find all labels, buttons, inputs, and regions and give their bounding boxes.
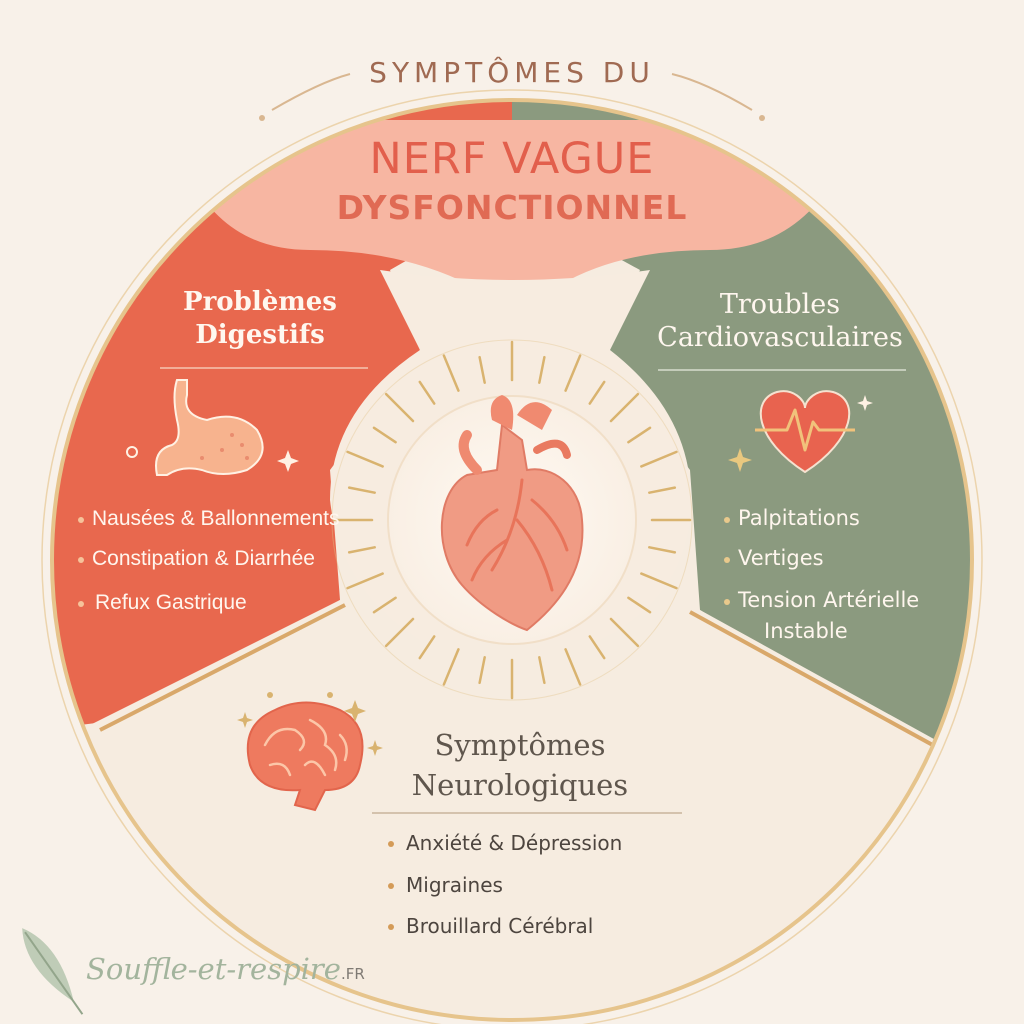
brand-logo[interactable]: Souffle-et-respire.FR: [86, 952, 365, 986]
heart-pulse-icon: [755, 390, 855, 474]
title-banner: [170, 120, 860, 285]
cardio-item: Instable: [764, 619, 848, 643]
ray-line: [640, 572, 678, 590]
cardio-title-line2: Cardiovasculaires: [657, 322, 903, 353]
ray-line: [640, 450, 678, 468]
feather-icon: [22, 928, 84, 1015]
stomach-icon: [155, 379, 264, 476]
ray-line: [478, 355, 486, 384]
ray-line: [538, 656, 546, 685]
ray-line: [564, 354, 582, 392]
brand-tld: .FR: [340, 965, 365, 983]
ray-line: [347, 486, 376, 494]
sparkle-icon: [126, 446, 299, 472]
neuro-item: Migraines: [406, 873, 503, 897]
wheel-rim: [50, 98, 974, 1022]
brain-icon: [246, 701, 364, 812]
digestive-item: Nausées & Ballonnements: [92, 507, 340, 530]
page-title: NERF VAGUE: [369, 134, 655, 184]
ray-line: [418, 380, 436, 405]
ray-line: [609, 617, 640, 648]
ray-line: [627, 426, 652, 444]
digestive-item: Refux Gastrique: [95, 591, 247, 614]
ray-line: [609, 392, 640, 423]
ray-line: [627, 596, 652, 614]
cardio-title-line1: Troubles: [719, 289, 841, 320]
neuro-title-line2: Neurologiques: [411, 768, 629, 802]
ray-line: [372, 426, 397, 444]
ray-line: [442, 648, 460, 686]
cardio-item: Vertiges: [738, 546, 824, 570]
neuro-title: Symptômes Neurologiques: [380, 725, 660, 805]
ray-line: [538, 355, 546, 384]
neuro-title-line1: Symptômes: [434, 728, 606, 762]
ray-line: [648, 546, 677, 554]
ray-line: [564, 648, 582, 686]
ray-line: [347, 546, 376, 554]
ray-line: [372, 596, 397, 614]
neuro-item: Anxiété & Dépression: [406, 831, 623, 855]
ray-line: [346, 572, 384, 590]
ray-line: [384, 392, 415, 423]
cardio-item: Tension Artérielle: [738, 588, 920, 612]
brand-name: Souffle-et-respire: [86, 952, 341, 986]
ray-line: [588, 635, 606, 660]
digestive-title-line1: Problèmes: [183, 287, 337, 317]
digestive-title: Problèmes Digestifs: [130, 286, 390, 352]
ray-line: [588, 380, 606, 405]
digestive-item: Constipation & Diarrhée: [92, 547, 315, 570]
neuro-item: Brouillard Cérébral: [406, 914, 594, 938]
ray-line: [346, 450, 384, 468]
ray-line: [442, 354, 460, 392]
page-subtitle: DYSFONCTIONNEL: [336, 188, 688, 227]
decorative-arc: [271, 73, 753, 111]
cardio-item: Palpitations: [738, 506, 860, 530]
supertitle: SYMPTÔMES DU: [369, 56, 655, 89]
anatomical-heart-icon: [441, 395, 584, 632]
neuro-section: [52, 600, 972, 1020]
digestive-title-line2: Digestifs: [195, 320, 325, 350]
ray-line: [384, 617, 415, 648]
ray-line: [478, 656, 486, 685]
ray-line: [648, 486, 677, 494]
cardio-title: Troubles Cardiovasculaires: [640, 288, 920, 354]
ray-line: [418, 635, 436, 660]
